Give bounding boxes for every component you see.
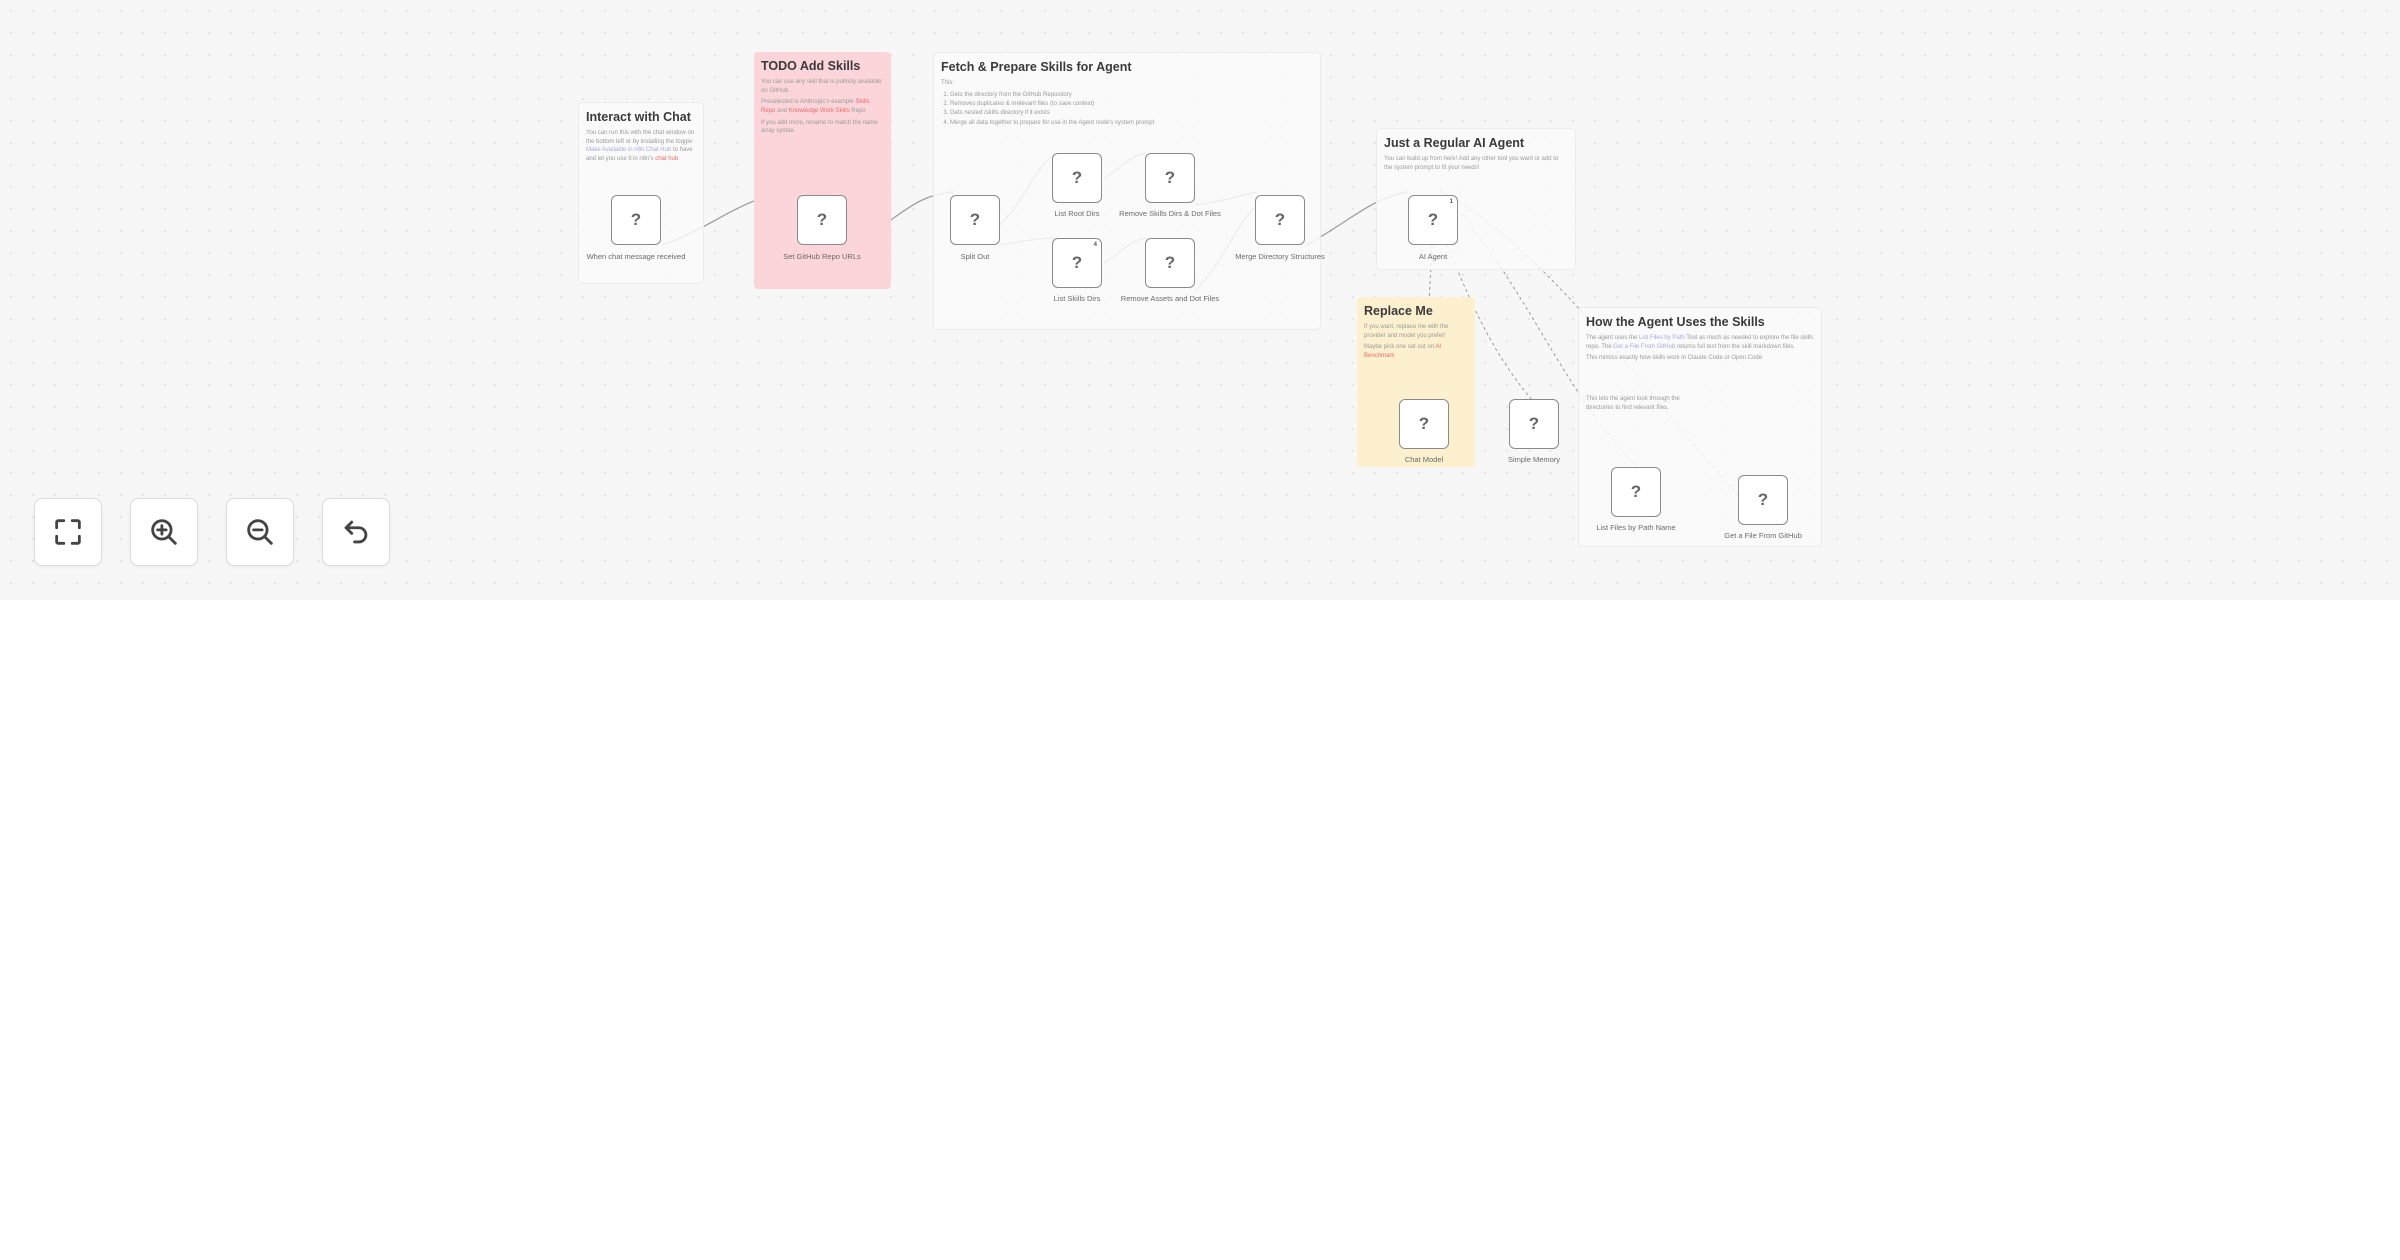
step-item: Merge all data together to prepare for u… [950,119,1313,128]
node-unknown-icon: ? [1418,414,1430,433]
sticky-todo-add-skills[interactable]: TODO Add Skills You can use any skill th… [754,52,891,289]
undo-icon [344,520,368,544]
node-unknown-icon: ? [630,210,642,229]
node-unknown-icon: ? [1427,210,1439,229]
sticky-text: You can run this with the chat window on… [586,130,695,163]
fit-view-icon [55,519,81,545]
sticky-title: Replace Me [1364,304,1433,318]
node-label: Merge Directory Structures [1235,252,1325,261]
node-label: Remove Skills Dirs & Dot Files [1119,209,1221,218]
node-unknown-icon: ? [1071,168,1083,187]
zoom-in-icon [151,519,177,545]
node-simple-memory[interactable]: ? [1509,399,1559,449]
node-split-out[interactable]: ? [950,195,1000,245]
node-label: AI Agent [1418,252,1448,261]
sticky-title: TODO Add Skills [761,59,861,73]
step-item: Removes duplicates & irrelevant files (t… [950,100,1313,109]
node-list-root-dirs[interactable]: ? [1052,153,1102,203]
sticky-text: If you want, replace me with the provide… [1364,324,1449,339]
fit-view-button[interactable] [34,498,102,566]
sticky-text: Preselected is Anthropic's example Skill… [761,99,870,115]
sticky-text: This lets the agent look through the dir… [1586,396,1680,411]
sticky-title: Interact with Chat [586,110,691,124]
node-unknown-icon: ? [1630,482,1642,501]
zoom-out-button[interactable] [226,498,294,566]
step-item: Gets the directory from the GitHub Repos… [950,91,1313,100]
workflow-canvas[interactable]: Interact with Chat You can run this with… [0,0,2400,600]
node-label: List Root Dirs [1054,209,1100,218]
sticky-text: Maybe pick one set out on AI Benchmark [1364,344,1442,360]
node-label: Simple Memory [1507,455,1561,464]
node-list-files-by-path[interactable]: ? [1611,467,1661,517]
sticky-steps: Gets the directory from the GitHub Repos… [950,91,1313,128]
node-label: List Skills Dirs [1053,294,1101,303]
node-label: List Files by Path Name [1596,523,1676,532]
sticky-regular-agent[interactable]: Just a Regular AI Agent You can build up… [1376,128,1576,270]
node-unknown-icon: ? [1164,253,1176,272]
node-unknown-icon: ? [1757,490,1769,509]
node-label: Set GitHub Repo URLs [783,252,861,261]
node-unknown-icon: ? [1528,414,1540,433]
node-run-count-badge: 1 [1449,199,1453,205]
node-ai-agent[interactable]: ? 1 [1408,195,1458,245]
sticky-title: Fetch & Prepare Skills for Agent [941,60,1132,74]
node-get-file-from-github[interactable]: ? [1738,475,1788,525]
node-set-repo-urls[interactable]: ? [797,195,847,245]
node-merge-directory[interactable]: ? [1255,195,1305,245]
node-remove-skills-dirs[interactable]: ? [1145,153,1195,203]
node-unknown-icon: ? [1274,210,1286,229]
zoom-in-button[interactable] [130,498,198,566]
node-unknown-icon: ? [816,210,828,229]
zoom-out-icon [247,519,273,545]
node-unknown-icon: ? [1071,253,1083,272]
node-unknown-icon: ? [1164,168,1176,187]
node-remove-assets[interactable]: ? [1145,238,1195,288]
node-run-count-badge: 4 [1093,242,1097,248]
node-label: Split Out [960,252,990,261]
node-label: Remove Assets and Dot Files [1120,294,1220,303]
node-list-skills-dirs[interactable]: ? 4 [1052,238,1102,288]
node-chat-model[interactable]: ? [1399,399,1449,449]
node-unknown-icon: ? [969,210,981,229]
sticky-interact-with-chat[interactable]: Interact with Chat You can run this with… [578,102,704,284]
node-label: Chat Model [1404,455,1444,464]
sticky-title: Just a Regular AI Agent [1384,136,1525,150]
sticky-text: You can build up from here! Add any othe… [1384,156,1559,171]
reset-zoom-button[interactable] [322,498,390,566]
node-chat-trigger[interactable]: ? [611,195,661,245]
sticky-title: How the Agent Uses the Skills [1586,315,1765,329]
sticky-text: This: [941,80,955,86]
sticky-fetch-prepare-skills[interactable]: Fetch & Prepare Skills for Agent This: G… [933,52,1321,330]
node-label: When chat message received [586,252,686,261]
node-label: Get a File From GitHub [1724,531,1802,540]
step-item: Gets nested /skills directory if it exis… [950,109,1313,118]
sticky-text: This mimics exactly how skills work in C… [1586,355,1763,362]
sticky-text: The agent uses the List Files by Path To… [1586,335,1814,350]
sticky-text: If you add more, rename to match the nam… [761,119,878,135]
sticky-text: You can use any skill that is publicly a… [761,79,882,94]
